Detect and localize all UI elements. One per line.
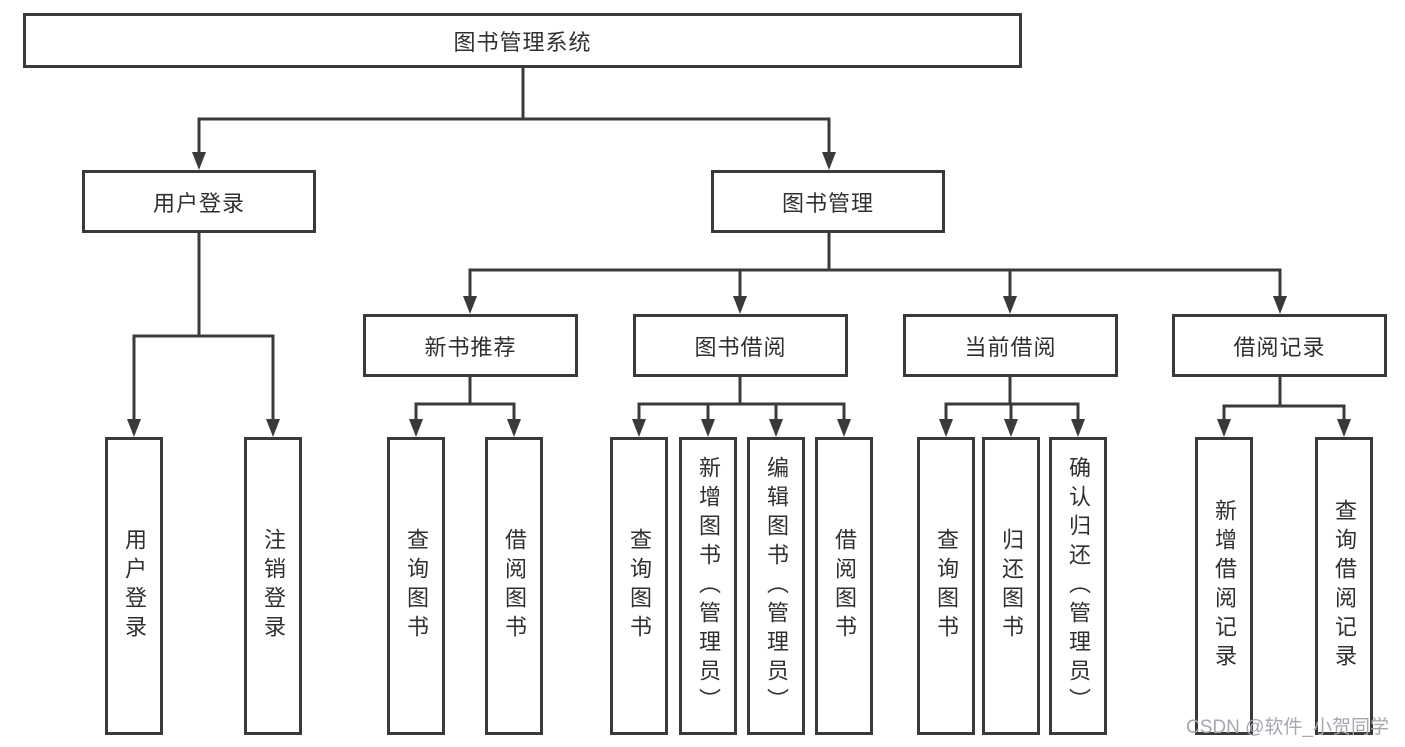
leaf-label: 借阅图书 xyxy=(502,528,527,644)
leaf-borrow-query: 查询图书 xyxy=(610,437,668,735)
node-book-borrow: 图书借阅 xyxy=(633,314,848,377)
leaf-label: 查询图书 xyxy=(934,528,959,644)
leaf-label: 新增借阅记录 xyxy=(1212,499,1237,673)
leaf-label: 编辑图书（管理员） xyxy=(764,455,789,717)
leaf-label: 确认归还（管理员） xyxy=(1066,455,1091,717)
leaf-label: 借阅图书 xyxy=(832,528,857,644)
leaf-label: 查询图书 xyxy=(404,528,429,644)
leaf-records-query: 查询借阅记录 xyxy=(1315,437,1373,735)
leaf-logout: 注销登录 xyxy=(244,437,302,735)
node-borrow-records: 借阅记录 xyxy=(1172,314,1387,377)
arrowheads xyxy=(127,152,1351,437)
leaf-borrow-borrow: 借阅图书 xyxy=(815,437,873,735)
watermark: CSDN @软件_小贺同学 xyxy=(1186,717,1389,738)
node-user-login: 用户登录 xyxy=(82,170,316,233)
leaf-newbooks-borrow: 借阅图书 xyxy=(485,437,543,735)
node-current-borrow: 当前借阅 xyxy=(903,314,1118,377)
leaf-label: 用户登录 xyxy=(122,528,147,644)
leaf-borrow-add: 新增图书（管理员） xyxy=(679,437,737,735)
node-root: 图书管理系统 xyxy=(23,13,1022,68)
leaf-label: 查询图书 xyxy=(627,528,652,644)
leaf-records-add: 新增借阅记录 xyxy=(1195,437,1253,735)
leaf-label: 新增图书（管理员） xyxy=(696,455,721,717)
leaf-borrow-edit: 编辑图书（管理员） xyxy=(747,437,805,735)
node-new-books: 新书推荐 xyxy=(363,314,578,377)
leaf-current-return: 归还图书 xyxy=(982,437,1040,735)
leaf-user-login: 用户登录 xyxy=(105,437,163,735)
leaf-label: 查询借阅记录 xyxy=(1332,499,1357,673)
node-book-mgmt: 图书管理 xyxy=(711,170,945,233)
leaf-label: 注销登录 xyxy=(261,528,286,644)
leaf-label: 归还图书 xyxy=(999,528,1024,644)
leaf-newbooks-query: 查询图书 xyxy=(387,437,445,735)
leaf-current-confirm: 确认归还（管理员） xyxy=(1049,437,1107,735)
leaf-current-query: 查询图书 xyxy=(917,437,975,735)
